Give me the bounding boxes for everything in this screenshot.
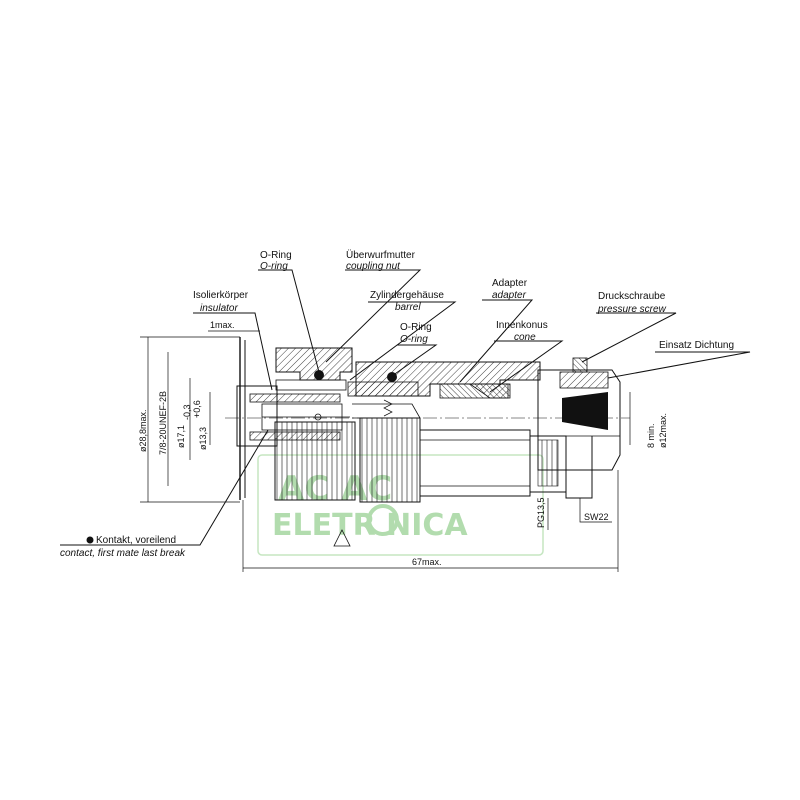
label-contact-en: contact, first mate last break <box>60 548 186 559</box>
label-seal-insert: Einsatz Dichtung <box>659 340 734 351</box>
label-pressure-screw: Druckschraube <box>598 291 666 302</box>
dim-d13-tol: +0,6 <box>192 400 202 418</box>
label-oring-2-en: O-ring <box>400 334 428 345</box>
contact-note: Kontakt, voreilend contact, first mate l… <box>60 535 186 559</box>
dim-length: 67max. <box>412 557 442 567</box>
dim-sw: SW22 <box>584 512 609 522</box>
label-contact: Kontakt, voreilend <box>96 535 176 546</box>
label-barrel: Zylindergehäuse <box>370 290 444 301</box>
label-oring-2: O-Ring <box>400 322 432 333</box>
front-face <box>236 337 278 500</box>
dim-eight-min: 8 min. <box>646 423 656 448</box>
dim-d28: ø28,8max. <box>138 409 148 452</box>
label-adapter-en: adapter <box>492 290 527 301</box>
inner-cone <box>468 383 509 399</box>
dim-one-max: 1max. <box>210 320 235 330</box>
adapter <box>355 361 541 399</box>
dim-d17-tol: -0,3 <box>182 404 192 420</box>
dim-d12: ø12max. <box>658 413 668 448</box>
pressure-screw <box>537 357 621 499</box>
label-cone: Innenkonus <box>496 320 548 331</box>
dim-d17: ø17,1 <box>176 425 186 448</box>
label-insulator-en: insulator <box>200 303 238 314</box>
leader-lines <box>60 269 751 546</box>
label-pressure-screw-en: pressure screw <box>597 304 667 315</box>
label-coupling-nut: Überwurfmutter <box>346 249 416 261</box>
coupling-nut <box>275 347 353 391</box>
dimension-lines <box>140 330 631 572</box>
label-barrel-en: barrel <box>395 302 421 313</box>
lower-exterior <box>274 417 567 503</box>
contact-symbol-icon <box>86 536 94 544</box>
dim-pg: PG13,5 <box>536 497 546 528</box>
label-cone-en: cone <box>514 332 536 343</box>
label-adapter: Adapter <box>492 278 528 289</box>
watermark-o-logo <box>367 504 399 536</box>
label-coupling-nut-en: coupling nut <box>346 261 401 272</box>
label-oring-1-en: O-ring <box>260 261 288 272</box>
dim-thread: 7/8-20UNEF-2B <box>158 391 168 455</box>
dim-d13: ø13,3 <box>198 427 208 450</box>
label-oring-1: O-Ring <box>260 250 292 261</box>
label-insulator: Isolierkörper <box>193 290 249 301</box>
